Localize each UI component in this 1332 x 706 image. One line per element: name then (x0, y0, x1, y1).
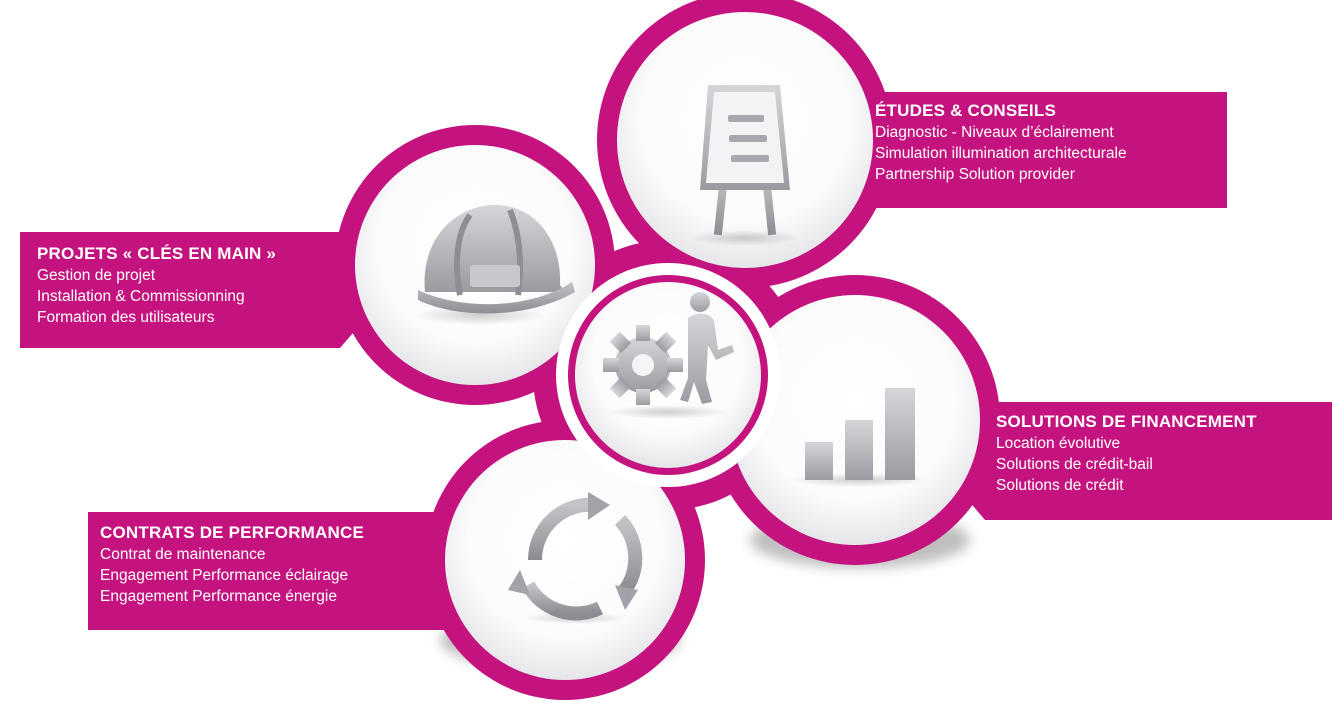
section-item: Simulation illumination architecturale (875, 145, 1127, 162)
panel-contrats-shape (88, 512, 495, 630)
panel-etudes-shape (820, 92, 1227, 208)
section-title: ÉTUDES & CONSEILS (875, 101, 1056, 120)
section-item: Solutions de crédit (996, 477, 1124, 494)
cycle-arrows-icon (508, 492, 643, 624)
panel-financement-shape (935, 402, 1332, 520)
section-title: SOLUTIONS DE FINANCEMENT (996, 412, 1257, 431)
section-projets: PROJETS « CLÉS EN MAIN » Gestion de proj… (37, 243, 276, 328)
disc-contrats (445, 440, 685, 680)
panel-projets-shape (20, 232, 390, 348)
section-item: Engagement Performance énergie (100, 588, 337, 605)
section-title: PROJETS « CLÉS EN MAIN » (37, 244, 277, 263)
section-item: Formation des utilisateurs (37, 309, 215, 326)
section-title: CONTRATS DE PERFORMANCE (100, 523, 365, 542)
section-item: Partnership Solution provider (875, 166, 1075, 183)
section-item: Contrat de maintenance (100, 546, 266, 563)
label-panels (20, 92, 1332, 630)
section-etudes: ÉTUDES & CONSEILS Diagnostic - Niveaux d… (875, 100, 1127, 185)
section-item: Diagnostic - Niveaux d’éclairement (875, 124, 1114, 141)
hard-hat-icon (415, 205, 575, 325)
section-item: Location évolutive (996, 435, 1121, 452)
section-item: Engagement Performance éclairage (100, 567, 349, 584)
section-item: Gestion de projet (37, 267, 156, 284)
bar-chart-icon (790, 388, 930, 487)
section-item: Solutions de crédit-bail (996, 456, 1153, 473)
flipchart-icon (690, 85, 800, 246)
section-item: Installation & Commissionning (37, 288, 245, 305)
section-contrats: CONTRATS DE PERFORMANCE Contrat de maint… (100, 522, 364, 607)
section-financement: SOLUTIONS DE FINANCEMENT Location évolut… (996, 411, 1257, 496)
gear-person-icon (603, 292, 734, 419)
